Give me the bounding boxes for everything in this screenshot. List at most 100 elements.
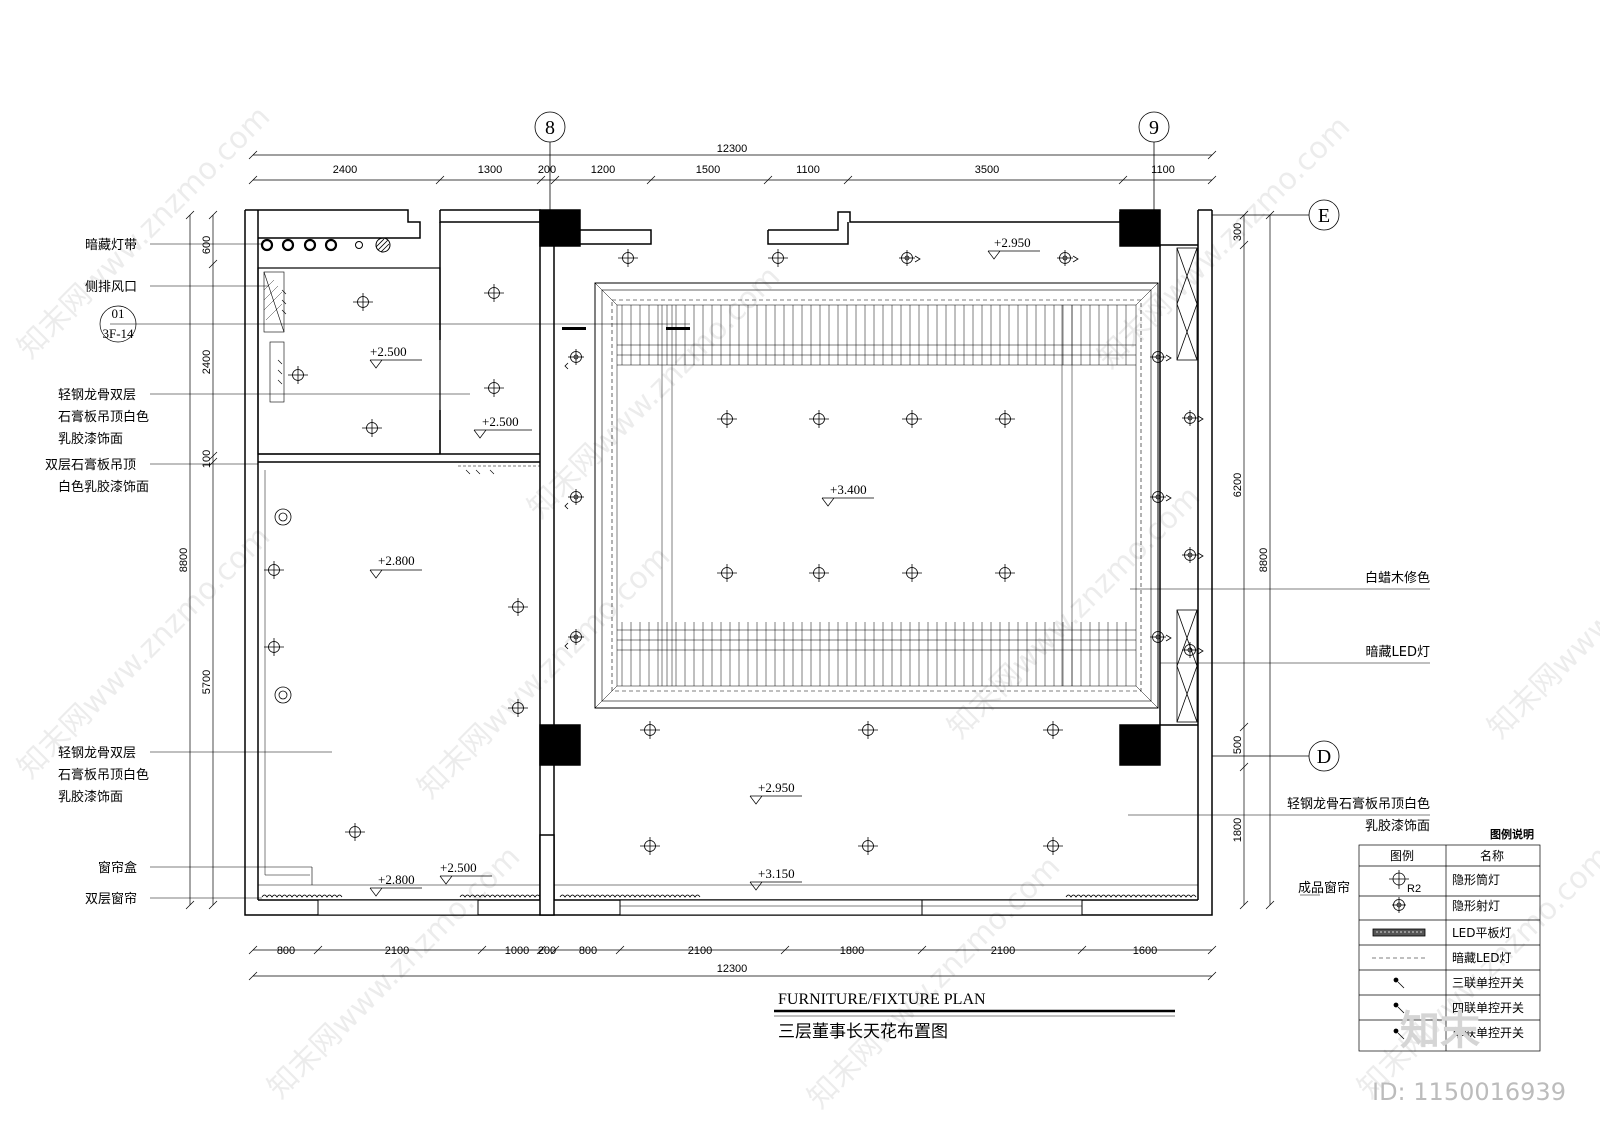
- svg-text:8: 8: [545, 117, 555, 139]
- left-notes: 暗藏灯带 侧排风口 01 3F-14 轻钢龙骨双层 石膏板吊顶白色 乳胶漆饰面 …: [45, 238, 149, 907]
- curtain-right: [559, 894, 1197, 898]
- downlight-icon: [995, 564, 1015, 582]
- title-chinese: 三层董事长天花布置图: [778, 1022, 948, 1042]
- dim-top: 1500: [696, 164, 720, 176]
- dim-right: 500: [1232, 736, 1244, 754]
- dim-bottom: 1800: [840, 945, 864, 957]
- coffered-ceiling: [594, 282, 1159, 709]
- legend: 图例说明 图例 名称 R2 隐形筒灯 隐形射灯 LED平板灯 暗藏LE: [1358, 827, 1541, 1052]
- downlight-icon: [508, 598, 528, 616]
- note-light-steel-1: 轻钢龙骨双层: [58, 388, 136, 403]
- dim-left: 100: [201, 450, 213, 468]
- building-outline: [244, 209, 1213, 916]
- watermarks: 知末网www.znzmo.com 知末网www.znzmo.com 知末网www…: [11, 99, 1600, 1115]
- note-light-steel-2: 石膏板吊顶白色: [58, 767, 149, 783]
- legend-item: 单联单控开关: [1452, 1026, 1524, 1040]
- downlight-icon: [353, 293, 373, 311]
- level-mark: +2.800: [369, 872, 422, 897]
- spotlight-icon: [1150, 489, 1172, 505]
- downlight-icon: [484, 379, 504, 397]
- curtains: [258, 470, 1198, 898]
- svg-text:+2.800: +2.800: [378, 553, 415, 568]
- wood-slats-top: [621, 305, 1127, 365]
- svg-text:知末网www.znzmo.com: 知末网www.znzmo.com: [11, 519, 277, 785]
- legend-col-name: 名称: [1480, 848, 1504, 863]
- image-id: ID: 1150016939: [1372, 1078, 1566, 1106]
- downlight-icon: [484, 284, 504, 302]
- level-mark: +2.500: [473, 414, 532, 439]
- ceiling-light-icon: [274, 686, 292, 704]
- note-double-curtain: 双层窗帘: [85, 891, 137, 907]
- downlight-icon: [362, 419, 382, 437]
- dim-bottom: 800: [277, 945, 295, 957]
- dim-top: 1100: [796, 164, 820, 176]
- downlight-icon: [768, 249, 788, 267]
- spotlight-icon: [899, 250, 921, 266]
- note-concealed-led: 暗藏LED灯: [1366, 645, 1430, 660]
- note-gypsum-ceiling: 乳胶漆饰面: [1365, 818, 1430, 834]
- downlight-icon: [345, 823, 365, 841]
- dim-bottom-total: 12300: [717, 963, 748, 975]
- svg-text:+2.500: +2.500: [482, 414, 519, 429]
- note-curtain-box: 窗帘盒: [98, 860, 137, 876]
- svg-text:知末网www.znzmo.com: 知末网www.znzmo.com: [521, 259, 787, 525]
- dim-bottom: 1000: [505, 945, 529, 957]
- spotlight-icon: [564, 349, 584, 370]
- dim-right: 300: [1232, 223, 1244, 241]
- right-notes: 白蜡木修色 暗藏LED灯 轻钢龙骨石膏板吊顶白色 乳胶漆饰面 成品窗帘: [1287, 570, 1430, 896]
- level-mark: +2.950: [749, 780, 802, 805]
- level-mark: +3.150: [749, 866, 802, 891]
- dim-top: 2400: [333, 164, 357, 176]
- dim-top: 1300: [478, 164, 502, 176]
- ceiling-levels: +2.500 +2.500 +2.800 +2.800 +2.500 +2.95…: [369, 235, 1040, 897]
- svg-text:E: E: [1318, 205, 1330, 227]
- legend-item: 三联单控开关: [1452, 976, 1524, 990]
- dim-bottom: 2100: [385, 945, 409, 957]
- dimension-lines: [185, 150, 1275, 981]
- svg-text:知末网www.znzmo.com: 知末网www.znzmo.com: [1481, 479, 1600, 745]
- svg-text:+2.950: +2.950: [758, 780, 795, 795]
- svg-text:+2.500: +2.500: [370, 344, 407, 359]
- downlight-icon: [717, 410, 737, 428]
- downlight-icon: [995, 410, 1015, 428]
- downlight-icon: [858, 837, 878, 855]
- legend-col-symbol: 图例: [1390, 849, 1414, 863]
- note-light-steel-2: 乳胶漆饰面: [58, 789, 123, 805]
- note-light-steel-1: 乳胶漆饰面: [58, 431, 123, 447]
- dim-right-total: 8800: [1258, 548, 1270, 572]
- legend-item: 暗藏LED灯: [1452, 950, 1512, 965]
- level-mark: +2.500: [439, 860, 492, 885]
- dim-top: 3500: [975, 164, 999, 176]
- note-ash-wood: 白蜡木修色: [1365, 570, 1430, 586]
- concealed-light-strip: [260, 237, 391, 253]
- level-mark: +2.950: [987, 235, 1040, 260]
- downlight-icon: [508, 699, 528, 717]
- dim-bottom: 1600: [1133, 945, 1157, 957]
- svg-text:+3.150: +3.150: [758, 866, 795, 881]
- svg-text:+2.800: +2.800: [378, 872, 415, 887]
- dim-bottom: 2100: [991, 945, 1015, 957]
- right-wall-panels: [1176, 247, 1198, 723]
- axis-D: D: [1212, 740, 1340, 772]
- downlight-icon: [264, 638, 284, 656]
- led-panel-icon: [1372, 928, 1426, 937]
- axis-9: 9: [1138, 111, 1170, 210]
- downlight-icon: [902, 564, 922, 582]
- spotlight-icon: [1150, 349, 1172, 365]
- right-leaders: [1128, 588, 1430, 896]
- note-double-gypsum: 白色乳胶漆饰面: [58, 479, 149, 495]
- light-fixtures: [264, 249, 1204, 855]
- dim-left: 2400: [201, 350, 213, 374]
- svg-text:+2.950: +2.950: [994, 235, 1031, 250]
- level-mark: +3.400: [821, 482, 874, 507]
- legend-title: 图例说明: [1490, 827, 1534, 841]
- spotlight-icon: [1057, 250, 1079, 266]
- spotlight-icon: [1182, 547, 1204, 563]
- note-light-steel-2: 轻钢龙骨双层: [58, 746, 136, 761]
- section-ref: 01 3F-14: [99, 305, 137, 343]
- dim-top: 1100: [1151, 164, 1175, 176]
- note-concealed-strip: 暗藏灯带: [85, 238, 137, 253]
- brand-logo: 知末: [1400, 1008, 1480, 1054]
- dim-right: 1800: [1232, 818, 1244, 842]
- svg-text:01: 01: [112, 306, 125, 321]
